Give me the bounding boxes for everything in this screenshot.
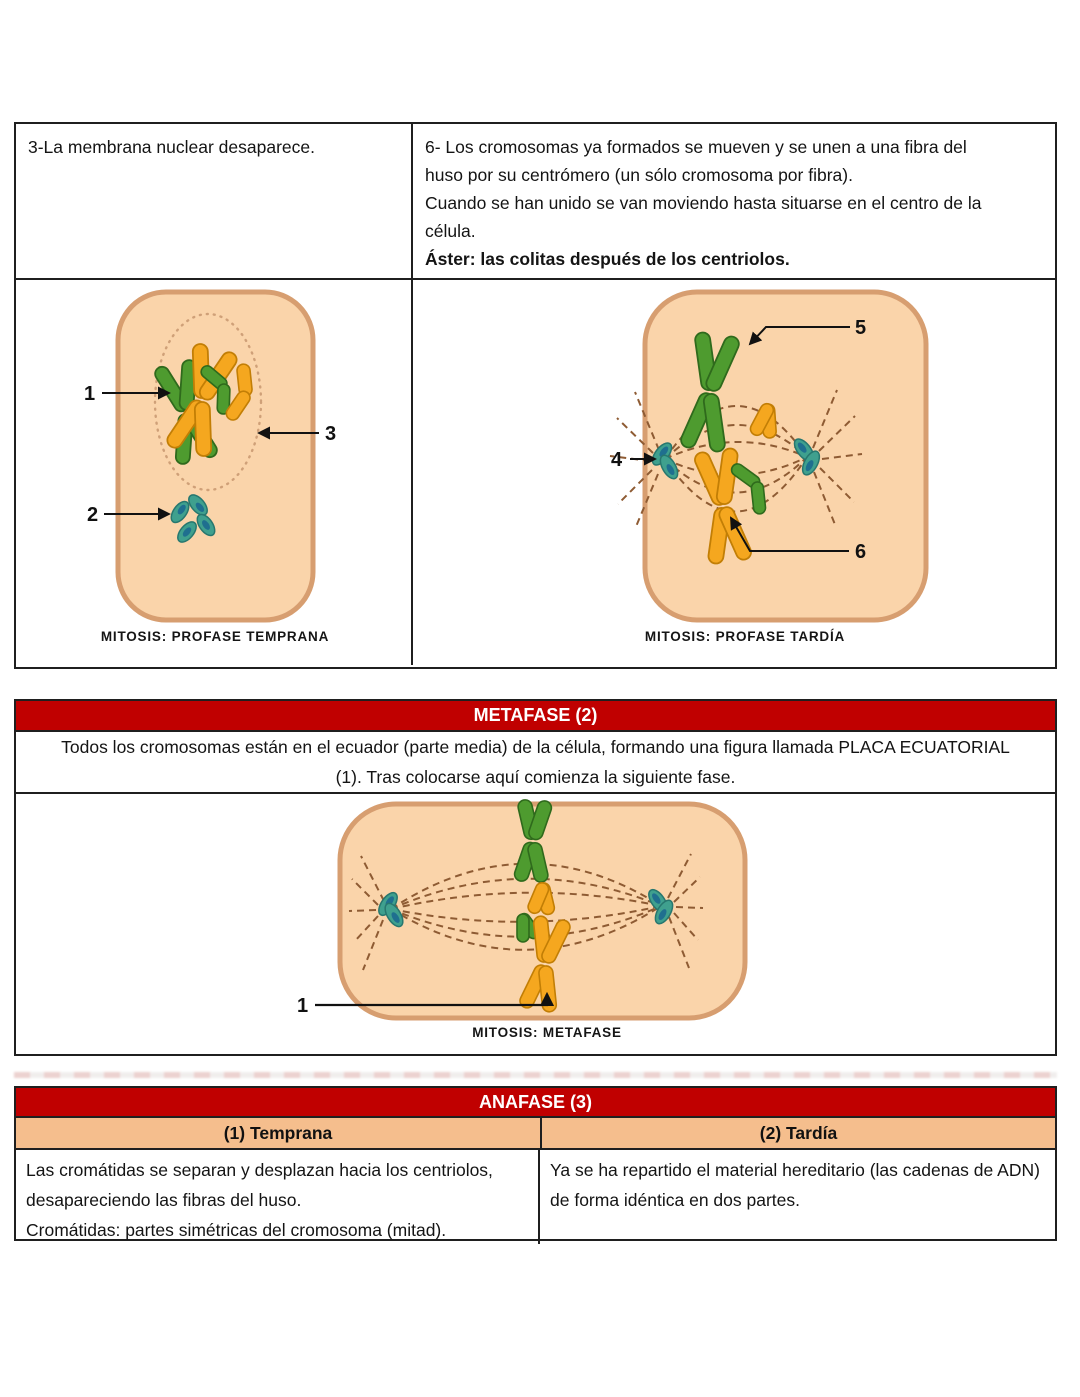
centrioles-icon [651, 438, 821, 480]
anafase-col1-header: (1) Temprana [16, 1118, 542, 1148]
metafase-figure: 1 MITOSIS: METAFASE [16, 794, 1055, 1056]
metafase-diagram: 1 MITOSIS: METAFASE [297, 799, 748, 1040]
label-5: 5 [855, 317, 866, 339]
profase-temprana-diagram: 1 2 3 MITOSIS: PROFASE TEMPRANA [84, 289, 336, 644]
anafase-body-row: Las cromátidas se separan y desplazan ha… [16, 1150, 1055, 1244]
label-6: 6 [855, 541, 866, 563]
profase-left-cell: 3-La membrana nuclear desaparece. [16, 124, 413, 278]
metafase-header: METAFASE (2) [16, 701, 1055, 732]
profase-temprana-figure: 1 2 3 MITOSIS: PROFASE TEMPRANA [16, 280, 413, 665]
profase-right-paragraph-bold: Áster: las colitas después de los centri… [425, 249, 790, 269]
label-4: 4 [611, 449, 623, 471]
cell-membrane [642, 289, 929, 623]
profase-right-cell: 6- Los cromosomas ya formados se mueven … [413, 124, 1055, 278]
anafase-col2-header: (2) Tardía [759, 1122, 838, 1143]
chromosome-orange-x-icon [166, 343, 238, 457]
anafase-col2-cell: Ya se ha repartido el material hereditar… [540, 1150, 1055, 1244]
anafase-subheader-row: (1) Temprana (2) Tardía [16, 1118, 1055, 1150]
cell-membrane [115, 289, 316, 623]
profase-table: 3-La membrana nuclear desaparece. 6- Los… [14, 122, 1057, 669]
label-2: 2 [87, 504, 98, 526]
profase-right-paragraph: Cuando se han unido se van moviendo hast… [425, 193, 982, 241]
anafase-table: ANAFASE (3) (1) Temprana (2) Tardía Las … [14, 1086, 1057, 1244]
anafase-header: ANAFASE (3) [16, 1088, 1055, 1118]
label-1: 1 [297, 995, 308, 1017]
profase-text-row: 3-La membrana nuclear desaparece. 6- Los… [16, 124, 1055, 280]
chromosome-orange-small-icon [225, 363, 253, 421]
metafase-body-text: Todos los cromosomas están en el ecuador… [61, 737, 1010, 787]
leader-lines [102, 386, 319, 521]
chromosome-green-small-icon [200, 365, 231, 415]
profase-tardia-figure: 5 4 6 MITOSIS: PROFASE TARDÍA [413, 280, 1057, 665]
centrioles-icon [170, 494, 216, 543]
chromosome-orange-x-icon [694, 447, 752, 565]
profase-left-text: 3-La membrana nuclear desaparece. [28, 137, 315, 157]
chromosome-green-x-icon [680, 331, 740, 453]
metafase-table: METAFASE (2) Todos los cromosomas están … [14, 699, 1057, 1056]
anafase-col1-paragraph: Cromátidas: partes simétricas del cromos… [26, 1220, 447, 1240]
chromosome-green-x-icon [513, 799, 553, 883]
nucleus-outline [153, 312, 263, 492]
metafase-text-row: Todos los cromosomas están en el ecuador… [16, 732, 1055, 794]
print-artifact [14, 1072, 1057, 1078]
chromosome-orange-small-icon [527, 882, 556, 916]
spindle-fibers [348, 853, 704, 971]
leader-lines [630, 326, 850, 552]
label-1: 1 [84, 383, 95, 405]
anafase-col1-paragraph: Las cromátidas se separan y desplazan ha… [26, 1160, 493, 1210]
diagram-caption: MITOSIS: PROFASE TEMPRANA [101, 629, 329, 644]
diagram-caption: MITOSIS: METAFASE [472, 1025, 622, 1040]
metafase-header-text: METAFASE (2) [473, 705, 598, 725]
anafase-header-text: ANAFASE (3) [478, 1091, 592, 1112]
profase-right-paragraph: 6- Los cromosomas ya formados se mueven … [425, 137, 967, 185]
label-3: 3 [325, 423, 336, 445]
anafase-col1-cell: Las cromátidas se separan y desplazan ha… [16, 1150, 540, 1244]
centrioles-icon [378, 888, 674, 928]
diagram-caption: MITOSIS: PROFASE TARDÍA [645, 629, 845, 644]
chromosome-orange-small-icon [749, 402, 777, 439]
anafase-col2-paragraph: Ya se ha repartido el material hereditar… [550, 1160, 1040, 1210]
spindle-fibers [609, 389, 863, 530]
profase-tardia-diagram: 5 4 6 MITOSIS: PROFASE TARDÍA [609, 289, 929, 644]
leader-lines [315, 991, 555, 1007]
chromosome-green-small-icon [730, 463, 767, 515]
profase-diagram-row: 1 2 3 MITOSIS: PROFASE TEMPRANA [16, 280, 1055, 665]
